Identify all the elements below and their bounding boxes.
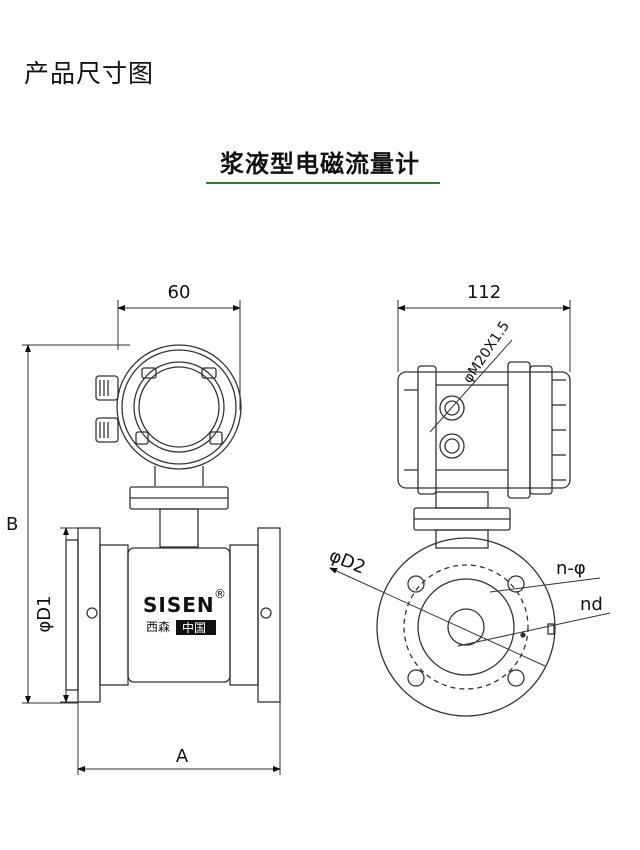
front-width-dimension bbox=[117, 300, 241, 410]
product-title: 浆液型电磁流量计 bbox=[220, 150, 420, 178]
front-view bbox=[22, 300, 281, 775]
front-height-label: B bbox=[6, 514, 18, 535]
brand-registered-mark: ® bbox=[214, 587, 226, 601]
nd-leader bbox=[457, 612, 611, 647]
pcd-leader bbox=[329, 567, 546, 667]
front-length-dimension bbox=[77, 702, 281, 775]
thread-leader bbox=[429, 339, 513, 433]
front-height-dimension bbox=[22, 344, 130, 704]
holes-label: n-φ bbox=[556, 558, 586, 579]
front-diameter-dimension bbox=[60, 527, 78, 703]
side-width-dimension bbox=[397, 300, 571, 372]
sensor-body-front bbox=[65, 527, 281, 703]
brand-cn-right: 中国 bbox=[182, 620, 206, 635]
nd-label: nd bbox=[580, 594, 603, 615]
housing-side bbox=[397, 361, 571, 549]
front-width-label: 60 bbox=[168, 282, 191, 303]
holes-leader bbox=[489, 577, 601, 593]
front-length-label: A bbox=[176, 746, 189, 767]
title-underline bbox=[206, 182, 440, 184]
section-title: 产品尺寸图 bbox=[24, 59, 155, 88]
thread-label: φM20X1.5 bbox=[460, 318, 513, 386]
flange-side bbox=[376, 537, 556, 717]
brand-name: SISEN bbox=[143, 593, 215, 617]
side-width-label: 112 bbox=[467, 282, 501, 303]
side-view bbox=[329, 300, 611, 717]
brand-cn-left: 西森 bbox=[146, 619, 170, 634]
brand-cn-box bbox=[176, 620, 216, 635]
housing-front bbox=[95, 344, 242, 548]
pcd-label: φD2 bbox=[326, 545, 368, 578]
front-diameter-label: φD1 bbox=[34, 595, 55, 632]
brand-logo: SISEN ® 西森 中国 bbox=[143, 587, 226, 635]
